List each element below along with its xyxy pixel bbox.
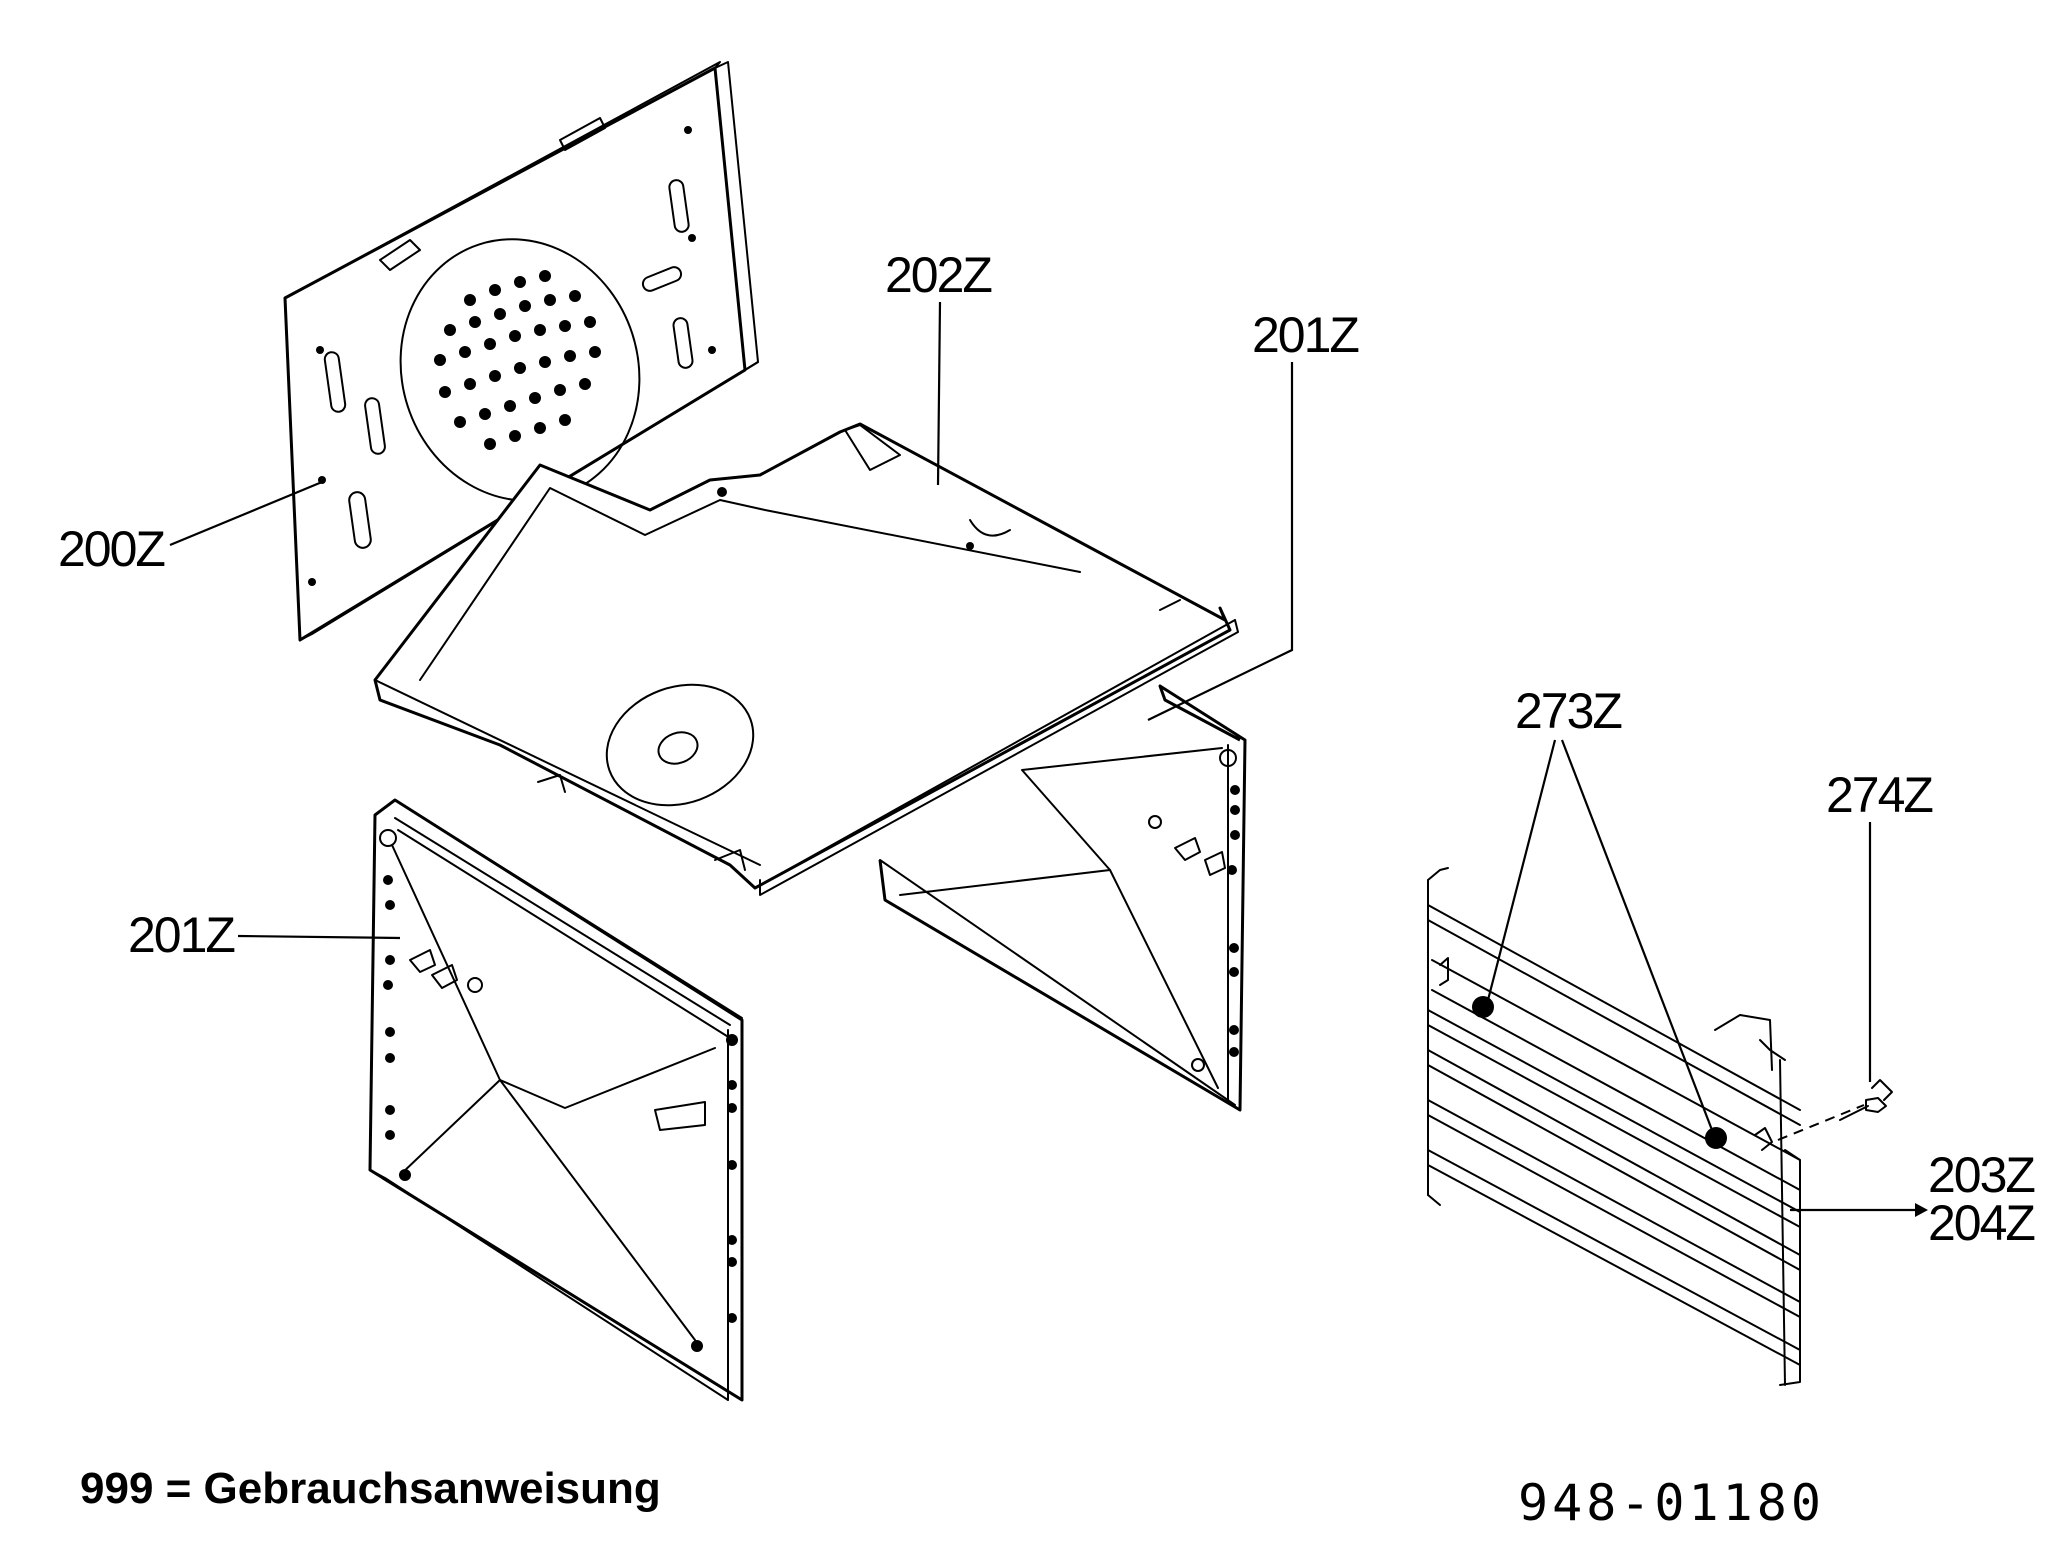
leader-203z-204z-arrowhead <box>1915 1203 1928 1217</box>
leader-201z-top <box>1147 362 1294 721</box>
top-plate-202z <box>373 422 1239 896</box>
callout-273z: 273Z <box>1515 683 1621 739</box>
leader-200z <box>169 480 323 547</box>
leader-273z-a <box>1486 739 1557 1001</box>
leader-274z-dashed <box>1777 1104 1865 1141</box>
leader-202z <box>936 301 942 486</box>
legend-note: 999 = Gebrauchsanweisung <box>80 1464 661 1513</box>
callout-204z: 204Z <box>1928 1195 2034 1251</box>
wire-rack-203z-204z <box>1427 867 1801 1386</box>
callout-201z-left: 201Z <box>128 907 234 963</box>
callout-200z: 200Z <box>58 521 164 577</box>
callout-201z-top: 201Z <box>1252 307 1358 363</box>
side-panel-right-201z <box>878 684 1247 1112</box>
callout-202z: 202Z <box>885 247 991 303</box>
callout-274z: 274Z <box>1826 767 1932 823</box>
screw-274z <box>1839 1079 1893 1121</box>
leader-lines <box>169 301 1928 1217</box>
back-panel-200z <box>283 61 759 642</box>
leader-273z-b <box>1560 739 1714 1131</box>
side-panel-left-201z <box>368 798 744 1402</box>
callout-203z: 203Z <box>1928 1147 2034 1203</box>
drawing-number: 948-01180 <box>1518 1474 1825 1532</box>
fan-grille-holes <box>434 270 601 450</box>
leader-201z-left <box>237 934 401 940</box>
